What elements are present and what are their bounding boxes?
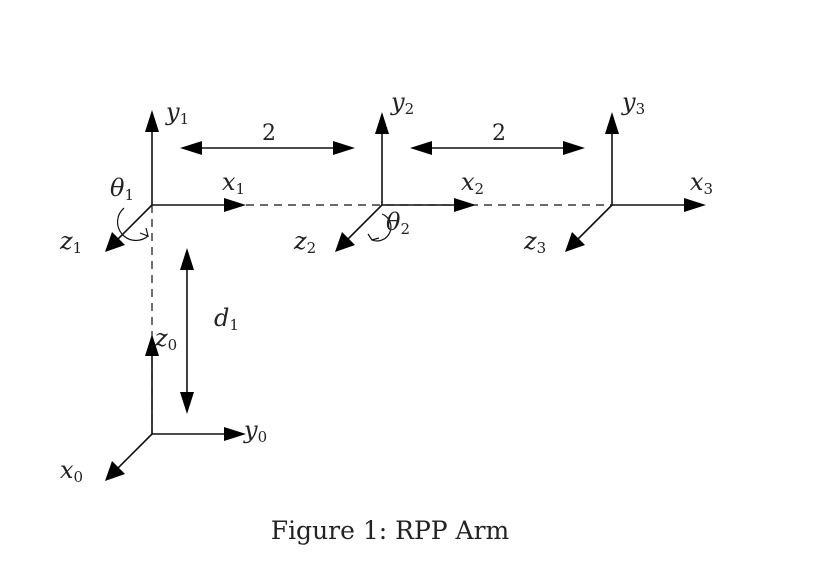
- z2-label: z2: [293, 227, 316, 257]
- x2-label: x2: [461, 168, 484, 198]
- z2-axis: [345, 204, 383, 242]
- theta1-rotation-tick: [139, 227, 149, 237]
- theta2-label: θ2: [386, 208, 410, 238]
- z2-arrowhead: [335, 232, 355, 252]
- x3-arrowhead: [684, 198, 706, 212]
- z1-axis: [115, 204, 153, 242]
- x3-label: x3: [690, 168, 713, 198]
- figure-caption: Figure 1: RPP Arm: [271, 516, 510, 545]
- d1-label: d1: [214, 304, 239, 334]
- y1-label: y1: [165, 98, 189, 128]
- y3-label: y3: [621, 88, 645, 118]
- z3-axis: [575, 204, 613, 242]
- y1-arrowhead: [145, 110, 159, 132]
- y0-arrowhead: [224, 427, 246, 441]
- y2-label: y2: [390, 88, 414, 118]
- z3-arrowhead: [565, 232, 585, 252]
- theta1-rotation-arc: [116, 207, 149, 242]
- gap12-label: 2: [262, 121, 276, 146]
- gap23-arrowhead-left: [410, 141, 432, 155]
- gap23-arrowhead-right: [563, 141, 585, 155]
- x1-label: x1: [222, 168, 245, 198]
- gap-2-3-dimension: 2: [410, 121, 585, 155]
- z1-arrowhead: [105, 232, 125, 252]
- theta2-rotation-arc: [371, 213, 392, 242]
- frame-1: y1 x1 z1 θ1: [59, 98, 246, 257]
- gap-1-2-dimension: 2: [180, 121, 355, 155]
- x2-arrowhead: [454, 198, 476, 212]
- x1-arrowhead: [224, 198, 246, 212]
- frame-0: z0 y0 x0: [60, 324, 267, 486]
- d1-dimension: d1: [180, 248, 239, 414]
- y3-arrowhead: [605, 112, 619, 134]
- gap23-label: 2: [492, 121, 506, 146]
- frame-2: y2 x2 z2 θ2: [293, 88, 484, 257]
- gap12-arrowhead-right: [333, 141, 355, 155]
- x0-arrowhead: [105, 461, 125, 481]
- theta2-rotation-tick: [367, 233, 380, 241]
- z3-label: z3: [523, 227, 546, 257]
- y2-arrowhead: [375, 112, 389, 134]
- gap12-arrowhead-left: [180, 141, 202, 155]
- x0-axis: [115, 433, 153, 471]
- z0-label: z0: [154, 324, 177, 354]
- frame-3: y3 x3 z3: [523, 88, 713, 257]
- z1-label: z1: [59, 227, 82, 257]
- y0-label: y0: [243, 416, 267, 446]
- x0-label: x0: [60, 456, 83, 486]
- d1-arrowhead-top: [180, 248, 194, 270]
- d1-arrowhead-bottom: [180, 392, 194, 414]
- theta1-label: θ1: [110, 174, 134, 204]
